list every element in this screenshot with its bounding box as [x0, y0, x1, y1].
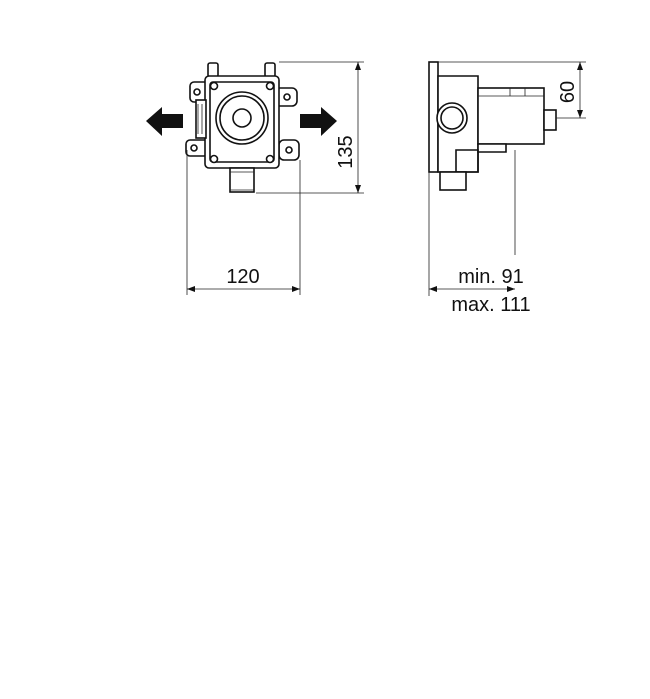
offset-dimension-label: 60 — [557, 81, 579, 103]
depth-min-label: min. 91 — [458, 266, 524, 288]
arrow-left-icon — [146, 107, 183, 136]
width-dimension-label: 120 — [226, 266, 259, 288]
front-view: 135 120 — [146, 61, 364, 295]
side-view: 60 min. 91 max. 111 — [428, 61, 586, 316]
depth-max-label: max. 111 — [451, 294, 530, 316]
arrow-right-icon — [300, 107, 337, 136]
height-dimension-label: 135 — [335, 135, 357, 168]
